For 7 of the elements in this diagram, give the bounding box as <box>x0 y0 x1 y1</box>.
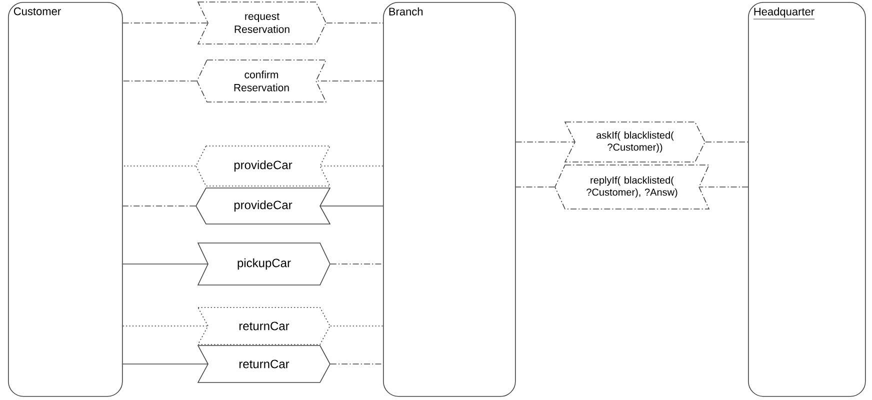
connector-line <box>326 22 384 24</box>
lane-box: Customer <box>8 2 123 397</box>
connector-line <box>515 186 555 188</box>
connector-line <box>316 80 384 82</box>
lane-box: Headquarter <box>748 2 866 397</box>
connector-line <box>122 80 197 82</box>
lane-box: Branch <box>383 2 516 397</box>
